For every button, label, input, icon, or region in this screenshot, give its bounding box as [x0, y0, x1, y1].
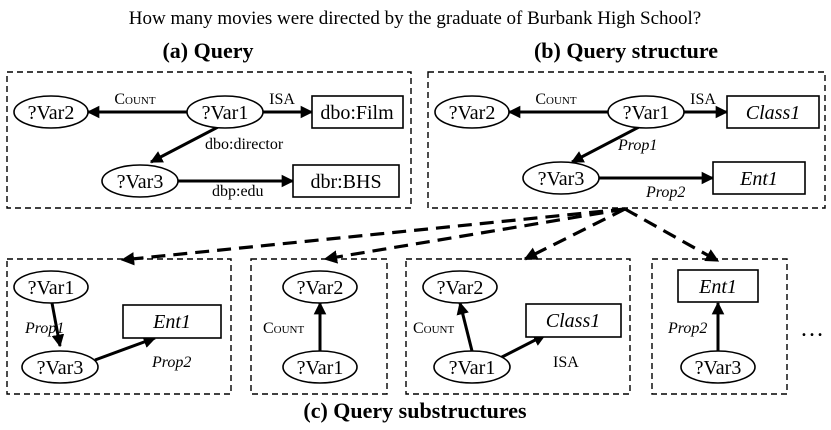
edge-prop2-b-label: Prop2: [645, 184, 685, 201]
sub3-node-var2-label: ?Var2: [437, 277, 484, 299]
node-class1-b-label: Class1: [746, 102, 800, 124]
sub3-frame: [405, 258, 631, 395]
sub1-frame: [6, 258, 232, 395]
sub2-edge-count-label: Count: [263, 320, 305, 337]
sub1-node-ent1: [122, 304, 222, 339]
sub2-frame: [250, 258, 388, 395]
sub3-node-class1-label: Class1: [546, 310, 600, 332]
edge-director: [149, 125, 219, 164]
edge-count-b-label: Count: [535, 91, 577, 108]
node-var3: [101, 164, 179, 198]
sub2-node-var1: [282, 350, 358, 384]
edge-isa-b-label: ISA: [690, 91, 716, 108]
sub3-node-class1: [525, 303, 622, 338]
fanout-arrow-1: [120, 207, 626, 266]
node-film: [311, 95, 404, 129]
panel-b-frame: [427, 71, 826, 209]
node-var1-label: ?Var1: [202, 102, 249, 124]
fanout-arrow-4: [624, 207, 720, 263]
node-var1-b-label: ?Var1: [623, 102, 670, 124]
sub3-edge-count: [456, 301, 474, 352]
node-var3-label: ?Var3: [117, 171, 164, 193]
fanout-arrow-2: [323, 207, 626, 264]
sub1-edge-prop1-label: Prop1: [24, 320, 64, 337]
node-class1-b: [726, 95, 820, 129]
sub1-node-var3: [21, 350, 99, 384]
node-var1-b: [607, 95, 685, 129]
edge-edu-label: dbp:edu: [212, 183, 264, 200]
sub3-edge-count-label: Count: [413, 320, 455, 337]
sub3-edge-isa: [499, 333, 547, 360]
node-film-label: dbo:Film: [320, 102, 394, 124]
node-bhs-label: dbr:BHS: [310, 171, 381, 193]
panel-a-frame: [6, 71, 412, 209]
panel-b-title: (b) Query structure: [534, 38, 718, 63]
edge-prop1-b: [570, 125, 640, 164]
sub1-node-var1: [13, 270, 89, 304]
sub4-frame: [651, 258, 788, 395]
edge-isa-label: ISA: [269, 91, 295, 108]
sub1-node-var1-label: ?Var1: [28, 277, 75, 299]
sub3-node-var2: [422, 270, 498, 304]
node-var3-b: [522, 161, 600, 195]
node-ent1-b-label: Ent1: [739, 168, 778, 190]
sub1-edge-prop2: [94, 335, 157, 362]
sub3-edge-isa-label: ISA: [553, 354, 579, 371]
sub2-node-var2: [282, 270, 358, 304]
sub1-edge-prop1: [50, 302, 65, 348]
node-var2-b: [434, 95, 510, 129]
fanout-arrow-3: [523, 207, 626, 261]
sub4-node-ent1-label: Ent1: [698, 276, 737, 298]
node-var3-b-label: ?Var3: [538, 168, 585, 190]
edge-count-label: Count: [114, 91, 156, 108]
more-ellipsis: …: [800, 316, 824, 342]
sub4-node-ent1: [677, 269, 759, 303]
sub3-node-var1-label: ?Var1: [449, 357, 496, 379]
panel-c-title: (c) Query substructures: [303, 398, 527, 423]
sub2-node-var1-label: ?Var1: [297, 357, 344, 379]
node-ent1-b: [712, 161, 806, 195]
node-var1: [186, 95, 264, 129]
node-var2-b-label: ?Var2: [449, 102, 496, 124]
sub4-edge-prop2-label: Prop2: [667, 320, 707, 337]
sub4-node-var3: [680, 350, 756, 384]
sub2-node-var2-label: ?Var2: [297, 277, 344, 299]
question-text: How many movies were directed by the gra…: [129, 8, 701, 29]
sub4-node-var3-label: ?Var3: [695, 357, 742, 379]
sub1-node-ent1-label: Ent1: [152, 311, 191, 333]
sub3-node-var1: [433, 350, 511, 384]
node-var2-label: ?Var2: [28, 102, 75, 124]
node-bhs: [292, 164, 400, 198]
panel-a-title: (a) Query: [162, 38, 253, 63]
edge-prop1-b-label: Prop1: [617, 137, 657, 154]
sub1-edge-prop2-label: Prop2: [151, 354, 191, 371]
edge-director-label: dbo:director: [205, 136, 284, 153]
node-var2: [13, 95, 89, 129]
sub1-node-var3-label: ?Var3: [37, 357, 84, 379]
